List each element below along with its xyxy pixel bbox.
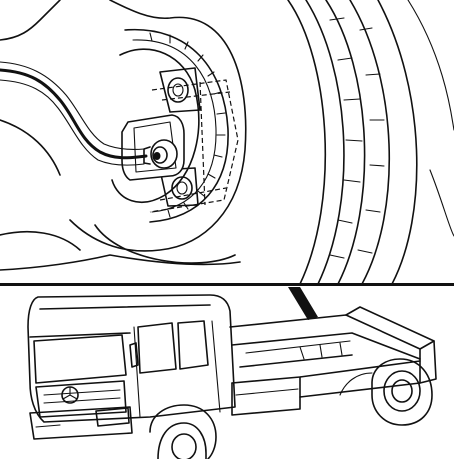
truck-chassis xyxy=(229,306,437,416)
truck-cab xyxy=(27,294,236,440)
sensor-detail-panel xyxy=(0,0,454,284)
sensor-cable-icon xyxy=(0,61,148,166)
callout-arrow-icon xyxy=(288,287,318,320)
rear-wheel xyxy=(339,358,433,426)
truck-drawing xyxy=(27,287,437,459)
tyre-tread xyxy=(287,0,454,284)
wheel-hub xyxy=(0,0,247,271)
sensor-bracket-hidden xyxy=(149,79,239,213)
wheel-speed-sensor xyxy=(121,114,185,181)
panel-divider xyxy=(0,283,454,286)
front-wheel xyxy=(149,404,217,459)
sensor-detail-drawing xyxy=(0,0,454,284)
truck-overview-panel xyxy=(0,287,454,459)
